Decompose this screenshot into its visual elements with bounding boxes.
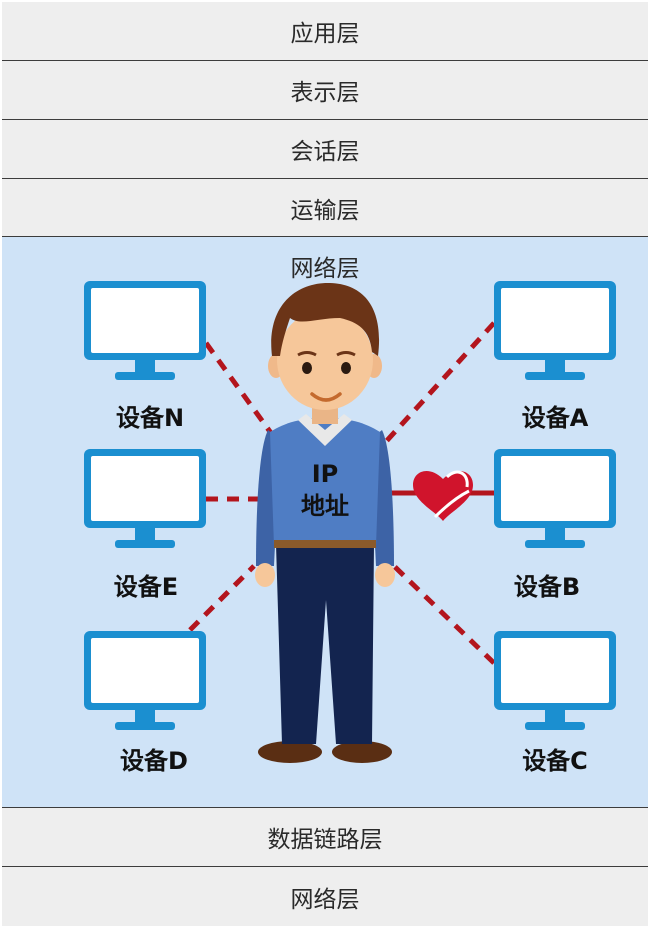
monitor-icon-device-n: [84, 281, 206, 380]
device-e-label: 设备E: [113, 573, 179, 601]
layer-transport: 运输层: [2, 179, 648, 237]
device-a-label: 设备A: [521, 404, 589, 432]
link-to-device-c: [392, 564, 496, 665]
monitor-icon-device-e: [84, 449, 206, 548]
right-hand: [375, 563, 395, 587]
device-n-label: 设备N: [115, 404, 185, 432]
collar: [298, 414, 352, 446]
left-shoe: [258, 741, 322, 763]
left-hand: [255, 563, 275, 587]
pants: [276, 544, 374, 744]
layer-session: 会话层: [2, 120, 648, 179]
layer-datalink: 数据链路层: [2, 808, 648, 867]
smile: [310, 392, 342, 402]
link-to-device-a: [380, 321, 496, 448]
ip-label-line1: IP: [311, 460, 339, 488]
ip-label-line2: 地址: [301, 492, 349, 520]
link-to-device-d: [188, 564, 256, 632]
heart-icon: [413, 470, 473, 521]
monitor-icon-device-d: [84, 631, 206, 730]
monitor-icon-device-a: [494, 281, 616, 380]
left-eye: [302, 362, 312, 374]
device-c-label: 设备C: [522, 747, 588, 775]
shirt: [270, 418, 380, 546]
face: [277, 310, 373, 410]
person-figure: [255, 282, 395, 763]
right-eye: [341, 362, 351, 374]
layer-presentation: 表示层: [2, 61, 648, 120]
right-shoe: [332, 741, 392, 763]
monitor-icon-device-b: [494, 449, 616, 548]
hair: [271, 282, 380, 356]
monitor-icon-device-c: [494, 631, 616, 730]
device-b-label: 设备B: [513, 573, 581, 601]
layer-network-title: 网络层: [290, 256, 360, 282]
layer-bottom-network: 网络层: [2, 867, 648, 926]
device-d-label: 设备D: [120, 747, 188, 775]
belt: [274, 540, 376, 548]
link-lines: [188, 321, 496, 665]
ip-address-label: IP 地址: [285, 458, 365, 522]
layer-application: 应用层: [2, 2, 648, 61]
